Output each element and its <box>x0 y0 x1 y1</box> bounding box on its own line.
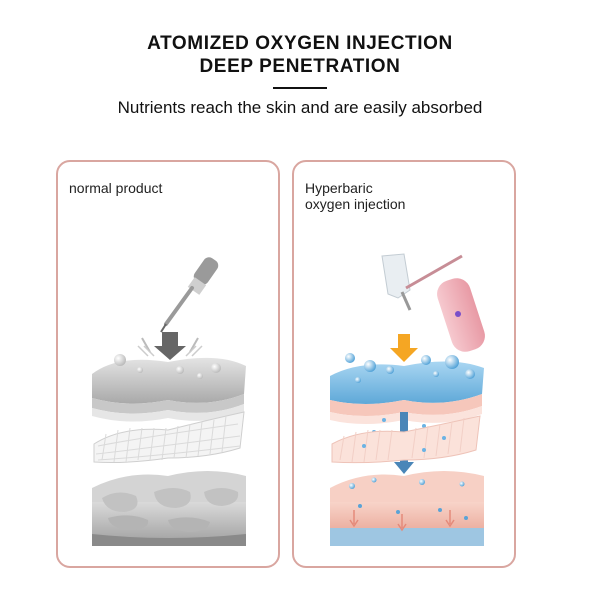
normal-product-panel: normal product <box>56 160 280 568</box>
skin-mesh-layer <box>331 415 481 464</box>
subtitle: Nutrients reach the skin and are easily … <box>117 98 483 117</box>
normal-product-illustration <box>92 257 246 546</box>
oxygen-sprayer-icon <box>381 253 485 352</box>
title-line-2: DEEP PENETRATION <box>199 56 401 77</box>
skin-surface-layer <box>92 354 246 422</box>
oxygen-injection-label: Hyperbaric oxygen injection <box>305 180 405 212</box>
title-line-1: ATOMIZED OXYGEN INJECTION <box>147 33 453 54</box>
title-divider <box>273 87 327 89</box>
oxygen-injection-illustration <box>330 253 485 546</box>
skin-dermis-block <box>92 471 246 546</box>
skin-mesh-layer <box>93 411 245 463</box>
down-arrow-icon <box>137 332 203 360</box>
normal-product-label: normal product <box>69 180 163 196</box>
skin-dermis-block <box>330 471 484 546</box>
orange-down-arrow-icon <box>390 334 418 362</box>
oxygen-injection-panel: Hyperbaric oxygen injection <box>292 160 516 568</box>
skin-surface-layer <box>330 353 484 424</box>
oxygen-injection-label-line-1: Hyperbaric <box>305 180 373 196</box>
dropper-icon <box>160 257 219 333</box>
oxygen-injection-label-line-2: oxygen injection <box>305 196 406 212</box>
